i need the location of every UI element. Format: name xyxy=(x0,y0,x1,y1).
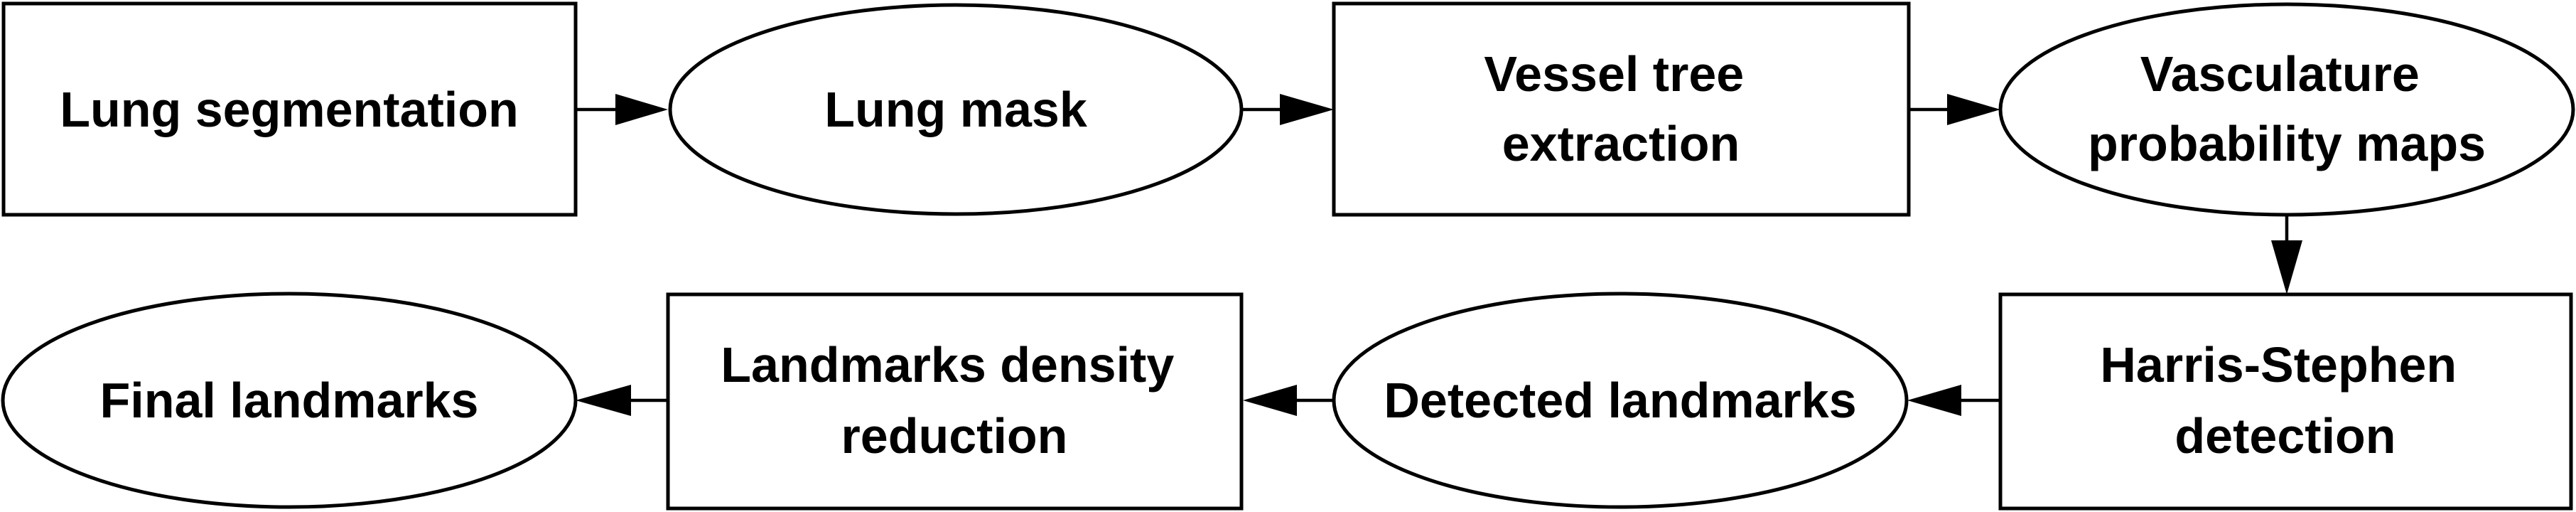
node-label-line: probability maps xyxy=(2088,116,2486,171)
svg-text:Landmarks density redu: Landmarks density reduction xyxy=(721,337,1187,464)
node-harris-stephen-detection: Harris-Stephen detection xyxy=(1998,292,2573,511)
node-label-line: reduction xyxy=(841,408,1068,464)
process-box xyxy=(1998,292,2573,511)
process-box xyxy=(666,292,1244,511)
node-label-line: Lung segmentation xyxy=(60,82,519,137)
node-label-line: Vessel tree xyxy=(1484,46,1744,102)
node-detected-landmarks: Detected landmarks xyxy=(1332,292,1909,509)
node-label-line: Harris-Stephen xyxy=(2100,337,2457,393)
node-label-line: Lung mask xyxy=(824,82,1087,137)
svg-text:Lung segmentation: Lung segmentation xyxy=(60,82,519,137)
data-ellipse xyxy=(1332,292,1909,509)
data-ellipse xyxy=(668,3,1244,216)
data-ellipse xyxy=(1,292,578,509)
process-box xyxy=(1,1,578,217)
node-label-line: Vasculature xyxy=(2140,46,2420,102)
edge-lung-segmentation-to-lung-mask xyxy=(576,94,668,125)
node-lung-mask: Lung mask xyxy=(668,3,1244,216)
node-label-line: Detected landmarks xyxy=(1384,373,1856,428)
node-label-line: detection xyxy=(2174,408,2396,464)
svg-text:Final landmarks: Final landmarks xyxy=(100,373,479,428)
svg-text:Harris-Stephen detecti: Harris-Stephen detection xyxy=(2100,337,2470,464)
node-lung-segmentation: Lung segmentation xyxy=(1,1,578,217)
node-vasculature-probability-maps: Vasculature probability maps xyxy=(1998,2,2575,217)
process-box xyxy=(1332,1,1911,217)
edge-vessel-tree-extraction-to-vasculature-probability-maps xyxy=(1909,94,2000,125)
edge-vasculature-probability-maps-to-harris-stephen-detection xyxy=(2271,216,2302,294)
edges xyxy=(576,94,2302,416)
node-final-landmarks: Final landmarks xyxy=(1,292,578,509)
data-ellipse xyxy=(1998,2,2575,217)
svg-text:Vessel tree extraction: Vessel tree extraction xyxy=(1484,46,1757,171)
edge-lung-mask-to-vessel-tree-extraction xyxy=(1241,94,1334,125)
node-landmarks-density-reduction: Landmarks density reduction xyxy=(666,292,1244,511)
edge-harris-stephen-detection-to-detected-landmarks xyxy=(1907,385,2000,416)
node-vessel-tree-extraction: Vessel tree extraction xyxy=(1332,1,1911,217)
node-label-line: Landmarks density xyxy=(721,337,1174,393)
svg-text:Vasculature probabilit: Vasculature probability maps xyxy=(2088,46,2486,171)
node-label-line: extraction xyxy=(1502,116,1740,171)
node-label-line: Final landmarks xyxy=(100,373,479,428)
svg-text:Detected landmarks: Detected landmarks xyxy=(1384,373,1856,428)
svg-text:Lung mask: Lung mask xyxy=(824,82,1087,137)
edge-detected-landmarks-to-landmarks-density-reduction xyxy=(1243,385,1334,416)
edge-landmarks-density-reduction-to-final-landmarks xyxy=(576,385,668,416)
